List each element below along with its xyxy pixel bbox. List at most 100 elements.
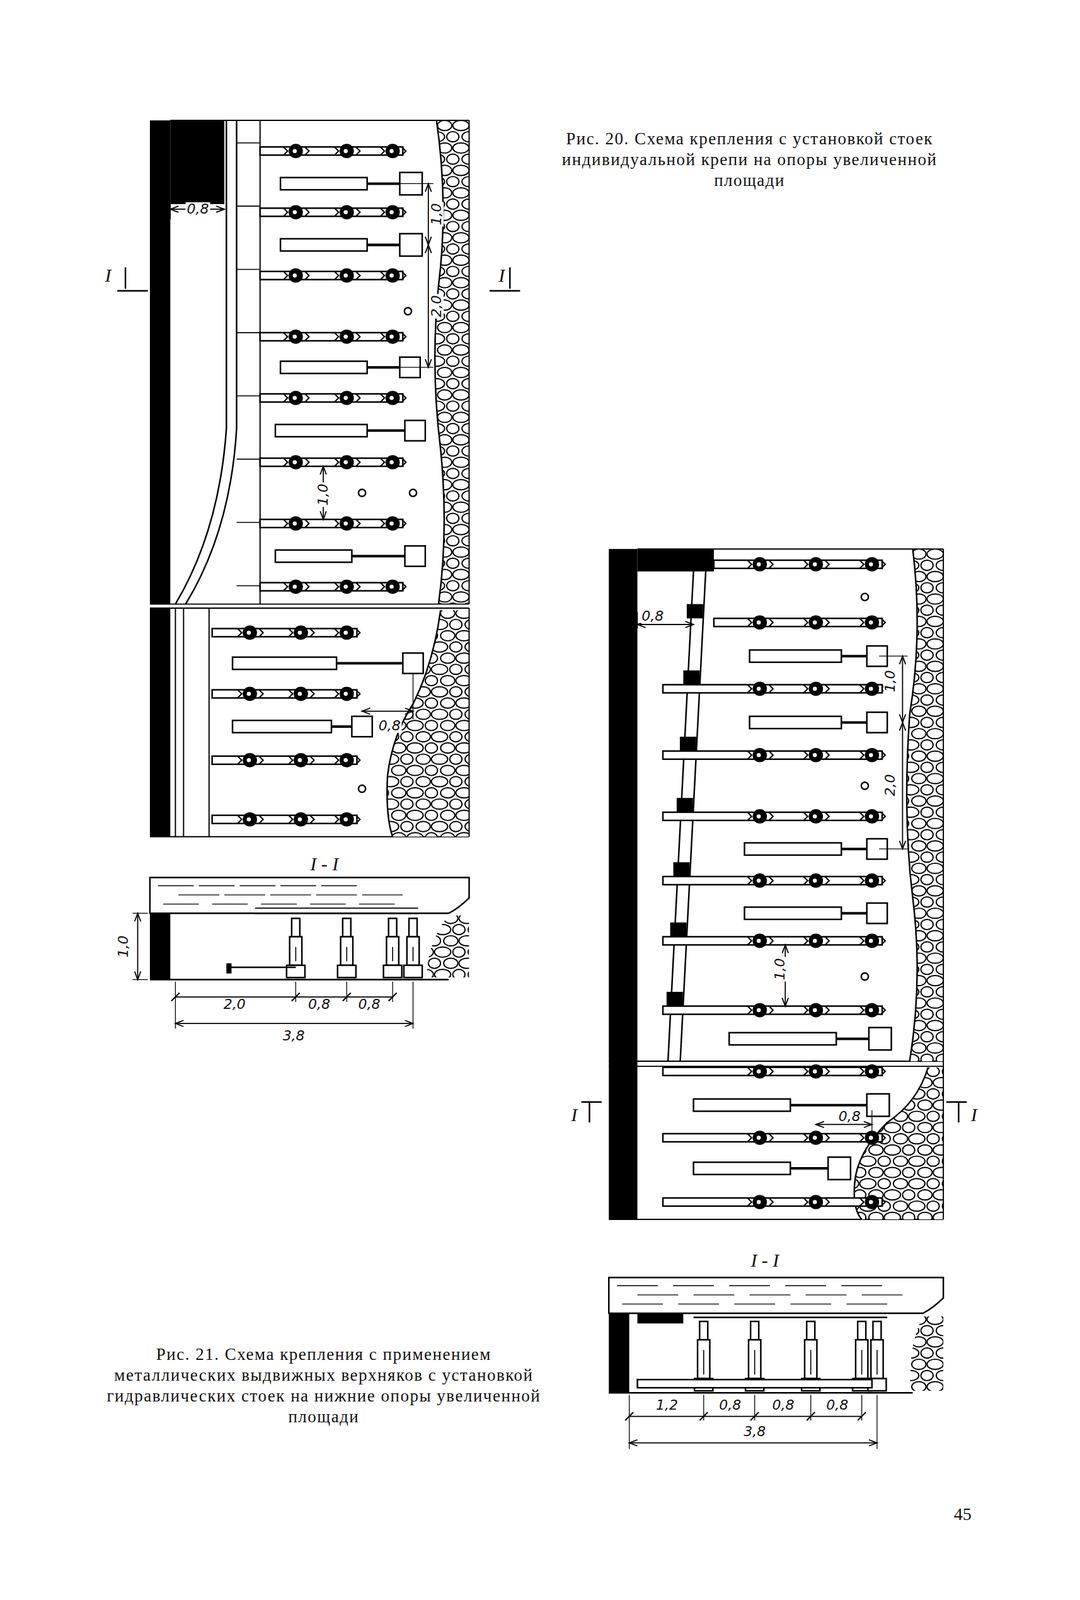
roof-strata	[149, 877, 470, 914]
dimension-arrow	[134, 913, 142, 922]
prop-symbol	[808, 557, 823, 572]
roof-bar	[713, 560, 883, 569]
beam-rod	[790, 1103, 867, 1107]
extension-line	[878, 848, 908, 850]
rock-piece	[453, 390, 470, 401]
dimension-tick	[342, 993, 351, 1002]
rock-piece	[926, 998, 944, 1009]
prop-symbol	[385, 579, 401, 595]
support-plate	[405, 545, 426, 566]
dimension-line	[901, 655, 903, 723]
rock-piece	[458, 957, 476, 968]
rock-piece	[453, 299, 470, 311]
prop-body	[386, 936, 399, 965]
rock-piece	[407, 675, 424, 686]
beam-rod	[841, 847, 867, 851]
bar-joint	[356, 458, 360, 467]
rock-piece	[391, 764, 407, 776]
rock-piece	[933, 1077, 950, 1088]
dimension-label: 1,0	[773, 956, 788, 982]
prop-symbol	[385, 390, 401, 406]
prop-symbol	[808, 747, 823, 763]
bar-joint	[310, 628, 314, 637]
rock-piece	[921, 649, 934, 660]
rock-piece	[921, 582, 934, 593]
bar-joint	[803, 684, 808, 694]
prop-core	[391, 947, 394, 962]
strata-hatch	[805, 1294, 847, 1295]
rock-piece	[428, 935, 441, 946]
prop-symbol	[808, 1194, 823, 1210]
rock-piece	[933, 1122, 950, 1133]
rock-piece	[902, 1392, 919, 1403]
strata-hatch	[785, 1285, 827, 1287]
dimension-label: 2,0	[883, 773, 898, 798]
prop-core	[754, 1349, 756, 1375]
rock-piece	[902, 1008, 919, 1019]
rock-piece	[908, 1200, 925, 1212]
rock-piece	[428, 154, 445, 165]
rock-piece	[471, 546, 484, 558]
rock-piece	[921, 739, 934, 750]
extension-line	[412, 673, 414, 720]
rock-piece	[884, 1144, 901, 1155]
rock-piece	[391, 787, 407, 798]
bar-joint	[402, 519, 406, 528]
rock-piece	[471, 299, 484, 311]
rock-piece	[422, 591, 435, 602]
support-plate	[351, 716, 372, 737]
rock-piece	[431, 776, 449, 787]
rock-piece	[437, 390, 452, 401]
bar-joint	[334, 756, 339, 765]
prop-symbol	[339, 454, 355, 470]
bar-joint	[380, 207, 385, 217]
rock-piece	[911, 818, 927, 829]
rock-piece	[911, 885, 927, 897]
prop-core	[703, 1349, 705, 1375]
rock-piece	[437, 569, 452, 580]
prop-base	[337, 965, 357, 978]
rock-piece	[933, 1212, 950, 1223]
roof-bar	[662, 684, 883, 694]
rock-piece	[921, 762, 934, 773]
bar-joint	[380, 271, 385, 280]
rock-piece	[902, 1189, 915, 1200]
rock-piece	[446, 266, 459, 277]
beam-rod	[790, 1166, 828, 1170]
section-mark-label: I	[103, 265, 113, 285]
bar-joint	[859, 618, 864, 627]
bar-joint	[283, 458, 288, 467]
rock-piece	[425, 675, 438, 686]
bar-joint	[768, 876, 773, 885]
rock-piece	[893, 1178, 908, 1189]
cross-line	[236, 458, 260, 460]
bar-joint	[880, 936, 885, 945]
figure-caption: Рис. 20. Схема крепления с установкой ст…	[530, 128, 970, 191]
strata-hatch	[321, 885, 358, 886]
roof-bar	[255, 907, 419, 909]
rock-piece	[458, 913, 476, 924]
prop-symbol	[247, 630, 251, 635]
caved-rock	[376, 608, 479, 843]
dimension-line	[901, 722, 903, 849]
rock-piece	[410, 913, 427, 924]
rock-piece	[926, 638, 944, 650]
rock-piece	[921, 627, 934, 638]
rock-piece	[407, 608, 424, 619]
coal-seam	[608, 548, 638, 1220]
rock-piece	[926, 1020, 944, 1031]
rock-piece	[382, 776, 399, 787]
rock-piece	[471, 390, 484, 401]
roof-bar	[260, 207, 404, 217]
rock-piece	[453, 120, 470, 131]
rock-piece	[896, 1336, 909, 1347]
dimension-arrow	[868, 1439, 878, 1447]
prop-body	[407, 936, 420, 965]
bar-joint	[880, 751, 885, 760]
prop-symbol	[389, 210, 394, 215]
rock-piece	[449, 776, 462, 787]
rock-piece	[449, 754, 462, 765]
section-mark	[509, 267, 511, 289]
rock-piece	[434, 969, 451, 980]
rock-piece	[926, 683, 944, 694]
